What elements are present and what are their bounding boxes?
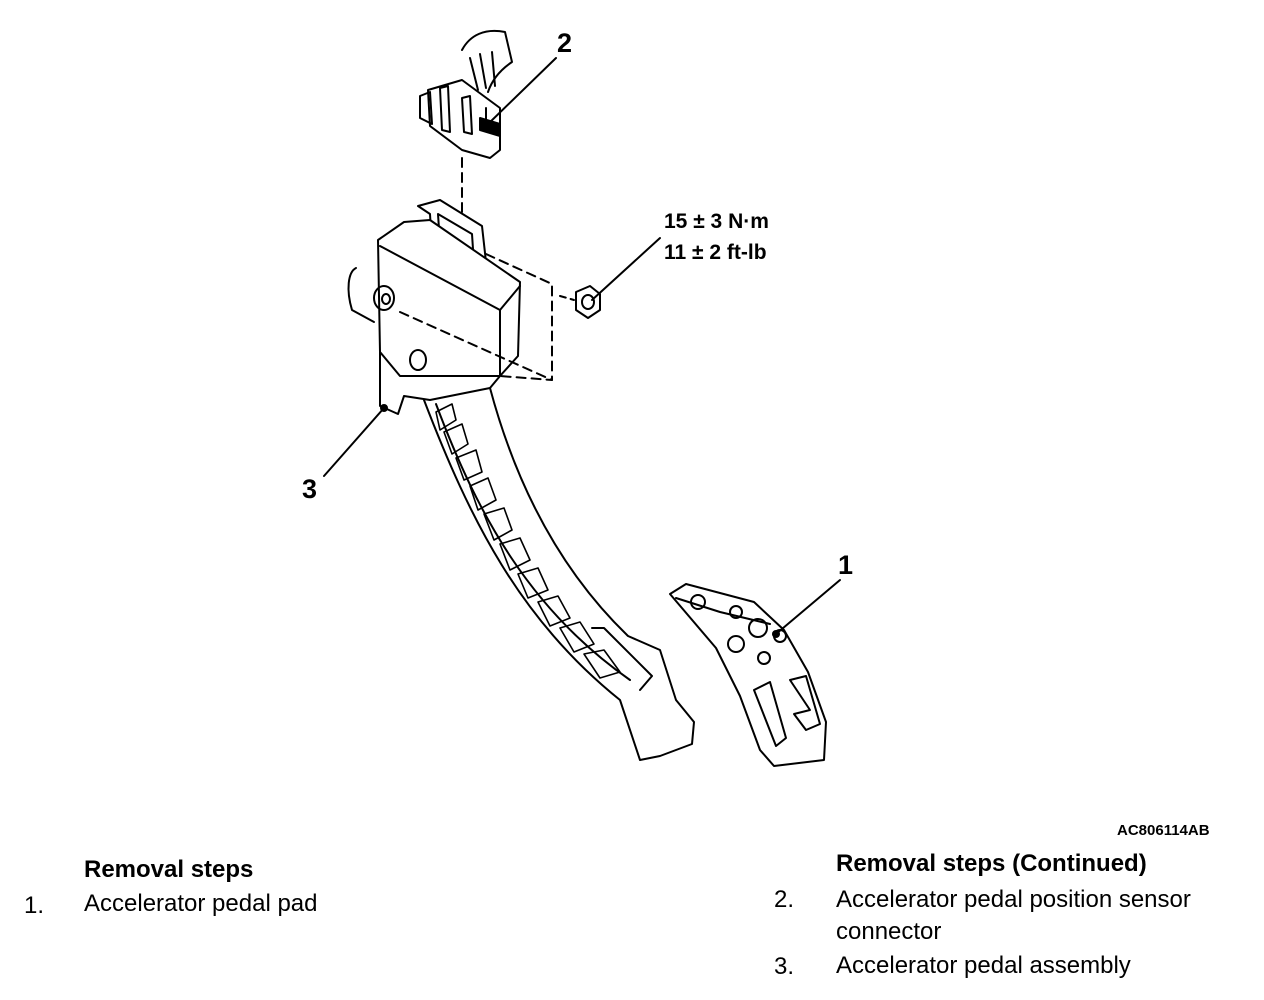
pedal-assembly-icon (347, 199, 695, 761)
leader-line-torque (591, 237, 661, 301)
step-number: 3. (774, 953, 795, 980)
leader-line-3 (323, 407, 385, 477)
callout-3: 3 (302, 474, 318, 504)
step-number: 2. (774, 886, 795, 913)
step-text: Accelerator pedal assembly (836, 952, 1131, 979)
leader-line-2 (485, 57, 557, 127)
step-text: Accelerator pedal position sensor connec… (836, 884, 1191, 948)
connector-icon (419, 79, 501, 159)
leader-line-1 (775, 579, 841, 635)
torque-spec: 15 ± 3 N·m 11 ± 2 ft-lb (664, 206, 769, 268)
wiring-harness-icon (461, 30, 513, 93)
pedal-exploded-diagram (323, 30, 841, 767)
torque-metric: 15 ± 3 N·m (664, 210, 769, 233)
step-text-line: connector (836, 918, 942, 945)
pedal-pad-icon (669, 583, 827, 767)
figure-id: AC806114AB (1117, 822, 1210, 839)
step-text: Accelerator pedal pad (84, 890, 318, 917)
callout-2: 2 (557, 28, 573, 58)
callout-1: 1 (838, 550, 854, 580)
torque-imperial: 11 ± 2 ft-lb (664, 241, 767, 264)
nut-icon (575, 285, 601, 319)
removal-steps-title: Removal steps (84, 856, 254, 883)
removal-steps-continued-title: Removal steps (Continued) (836, 850, 1147, 877)
step-text-line: Accelerator pedal position sensor (836, 886, 1191, 913)
step-number: 1. (24, 892, 45, 919)
